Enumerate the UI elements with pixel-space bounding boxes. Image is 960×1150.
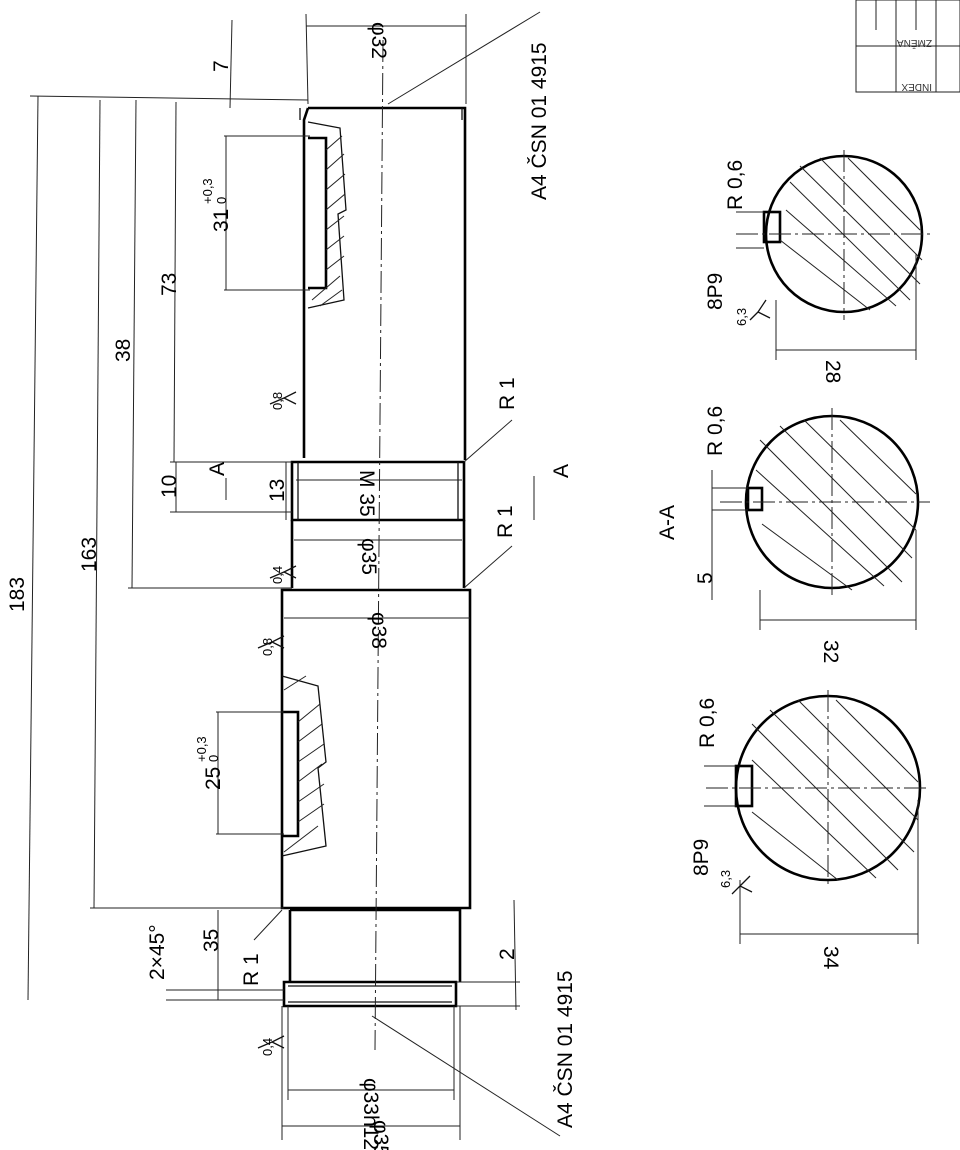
section-label: A-A	[656, 505, 679, 540]
dim-key-bottom: 25	[202, 767, 225, 790]
section-cut-mark-1: A	[206, 462, 229, 476]
radius-1c: R 1	[240, 953, 263, 986]
roughness-value-3: 0,8	[260, 638, 275, 656]
dim-chamfer: 2×45°	[146, 924, 169, 980]
roughness-value-1: 0,8	[270, 392, 285, 410]
section-3-dim: 34	[819, 946, 842, 970]
dim-key-bottom-tol-lower: 0	[206, 755, 221, 762]
section-2-radius: R 0,6	[704, 406, 727, 456]
dim-7: 7	[210, 60, 233, 72]
title-block-col2: ZMĚNA	[897, 37, 932, 50]
section-view-3: 34 R 0,6 8P9 6,3	[690, 690, 930, 970]
dim-13: 13	[266, 479, 289, 502]
dim-d33h12: φ33h12	[359, 1078, 382, 1150]
roughness-symbol-4: 0,4	[257, 1035, 285, 1056]
note-centerhole-top: A4 ČSN 01 4915	[528, 42, 551, 200]
dim-38: 38	[112, 339, 135, 362]
dim-163: 163	[78, 537, 101, 572]
dim-10: 10	[158, 475, 181, 498]
dim-key-bottom-tol-upper: +0,3	[194, 736, 209, 762]
shaft-outline	[280, 106, 472, 1008]
dim-key-top-tol-upper: +0,3	[200, 178, 215, 204]
dim-m35: M 35	[355, 470, 378, 517]
roughness-value-4: 0,4	[260, 1038, 275, 1056]
dim-35-len: 35	[200, 929, 223, 952]
title-block: ZMĚNA INDEX	[855, 0, 960, 93]
keyway-bottom	[281, 675, 327, 857]
dim-d35-mid: φ35	[357, 538, 380, 575]
section-3-fit: 8P9	[690, 839, 713, 876]
radius-1a: R 1	[496, 377, 519, 410]
dim-d38: φ38	[367, 612, 390, 649]
keyway-top	[307, 121, 347, 309]
roughness-symbols: 0,8 0,4 0,8 0,4	[257, 391, 297, 1056]
roughness-symbol-2: 0,4	[269, 565, 297, 584]
dim-d35-end: φ35	[369, 1120, 392, 1150]
section-1-roughness: 6,3	[734, 308, 749, 326]
section-1-dim: 28	[821, 360, 844, 383]
section-view-2: 32 R 0,6 5 A-A	[656, 406, 930, 663]
section-3-radius: R 0,6	[696, 698, 719, 748]
dim-key-top: 31	[210, 209, 233, 232]
roughness-symbol-1: 0,8	[269, 391, 297, 410]
note-centerhole-bottom: A4 ČSN 01 4915	[554, 970, 577, 1128]
section-1-radius: R 0,6	[724, 160, 747, 210]
section-2-dim: 32	[819, 640, 842, 663]
section-view-1: 28 R 0,6 8P9 6,3	[704, 150, 932, 383]
roughness-symbol-3: 0,8	[257, 635, 285, 656]
section-3-roughness: 6,3	[718, 870, 733, 888]
dimension-lines	[27, 11, 561, 1140]
section-1-fit: 8P9	[704, 273, 727, 310]
section-2-width: 5	[694, 572, 717, 584]
section-cut-mark-2: A	[550, 464, 573, 478]
dim-d32: φ32	[367, 22, 390, 59]
radius-1b: R 1	[494, 505, 517, 538]
dim-183: 183	[6, 577, 29, 612]
title-block-col1: INDEX	[901, 81, 932, 92]
dim-2: 2	[496, 948, 519, 960]
roughness-value-2: 0,4	[270, 566, 285, 584]
dim-73: 73	[158, 273, 181, 296]
shaft-centerline	[374, 39, 384, 1051]
dimension-texts: 183 163 38 73 7 10 13 35 2×45° 2 31 +0,3…	[6, 22, 577, 1150]
dim-key-top-tol-lower: 0	[214, 197, 229, 204]
